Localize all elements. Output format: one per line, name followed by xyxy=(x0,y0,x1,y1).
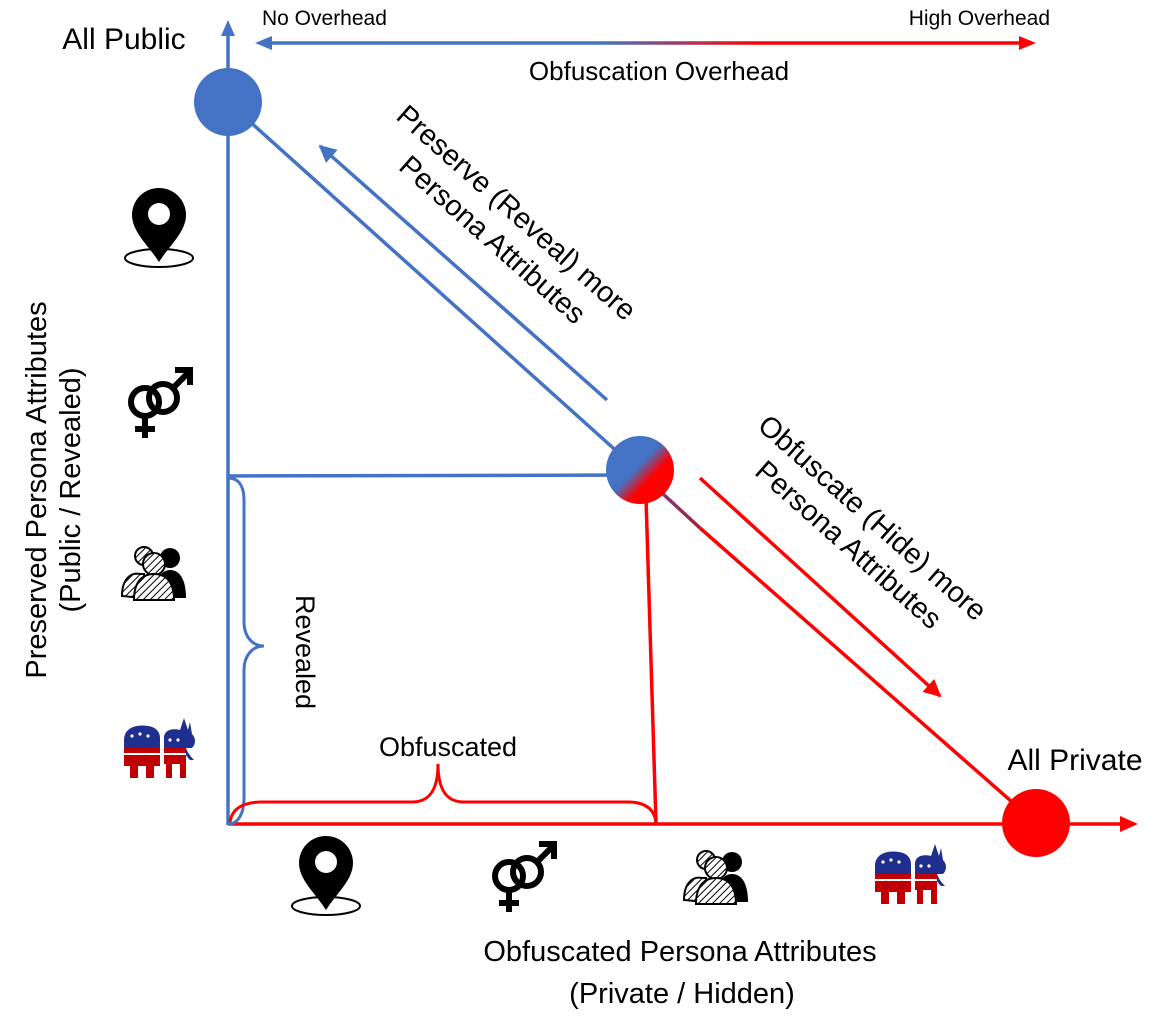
high-overhead-label: High Overhead xyxy=(909,7,1050,30)
revealed-brace xyxy=(227,476,265,826)
political-party-icon xyxy=(874,843,947,905)
political-party-icon xyxy=(123,717,196,779)
y-axis-title-line1: Preserved Persona Attributes xyxy=(21,301,53,678)
preserve-label: Preserve (Reveal) more Persona Attribute… xyxy=(390,99,642,330)
all-public-point xyxy=(194,68,262,136)
no-overhead-label: No Overhead xyxy=(262,7,387,30)
revealed-label: Revealed xyxy=(290,595,320,709)
obfuscated-brace xyxy=(228,763,658,823)
y-axis-title: Preserved Persona Attributes (Public / R… xyxy=(21,301,87,678)
location-pin-icon xyxy=(291,835,361,916)
location-pin-icon xyxy=(124,187,194,268)
tradeoff-line-lower xyxy=(698,526,1038,825)
gender-icon xyxy=(131,370,190,438)
revealed-level-line xyxy=(227,473,639,478)
tradeoff-line-upper xyxy=(226,100,614,449)
y-axis-arrowhead xyxy=(221,20,235,36)
tradeoff-midpoint xyxy=(606,436,674,504)
all-public-label: All Public xyxy=(62,23,185,56)
all-private-point xyxy=(1002,789,1070,857)
gender-icon xyxy=(495,844,554,912)
x-axis-arrowhead xyxy=(1120,816,1138,832)
obfuscate-label-line1: Obfuscate (Hide) more xyxy=(752,409,993,627)
all-private-label: All Private xyxy=(1007,744,1142,777)
preserve-label-line1: Preserve (Reveal) more xyxy=(390,99,642,327)
y-axis-title-line2: (Public / Revealed) xyxy=(55,368,87,613)
preserve-arrow xyxy=(318,144,609,402)
overhead-arrow-right-head xyxy=(1019,36,1036,50)
obfuscate-label: Obfuscate (Hide) more Persona Attributes xyxy=(749,409,993,636)
x-axis-title-line1: Obfuscated Persona Attributes xyxy=(483,936,876,968)
obfuscate-arrow xyxy=(698,476,942,698)
obfuscated-label: Obfuscated xyxy=(379,732,517,762)
group-people-icon xyxy=(121,546,187,601)
overhead-arrow-left-head xyxy=(255,36,272,50)
group-people-icon xyxy=(683,850,749,905)
obfuscated-level-line xyxy=(644,497,658,825)
overhead-axis-label: Obfuscation Overhead xyxy=(529,56,789,86)
x-axis-title-line2: (Private / Hidden) xyxy=(569,978,795,1010)
